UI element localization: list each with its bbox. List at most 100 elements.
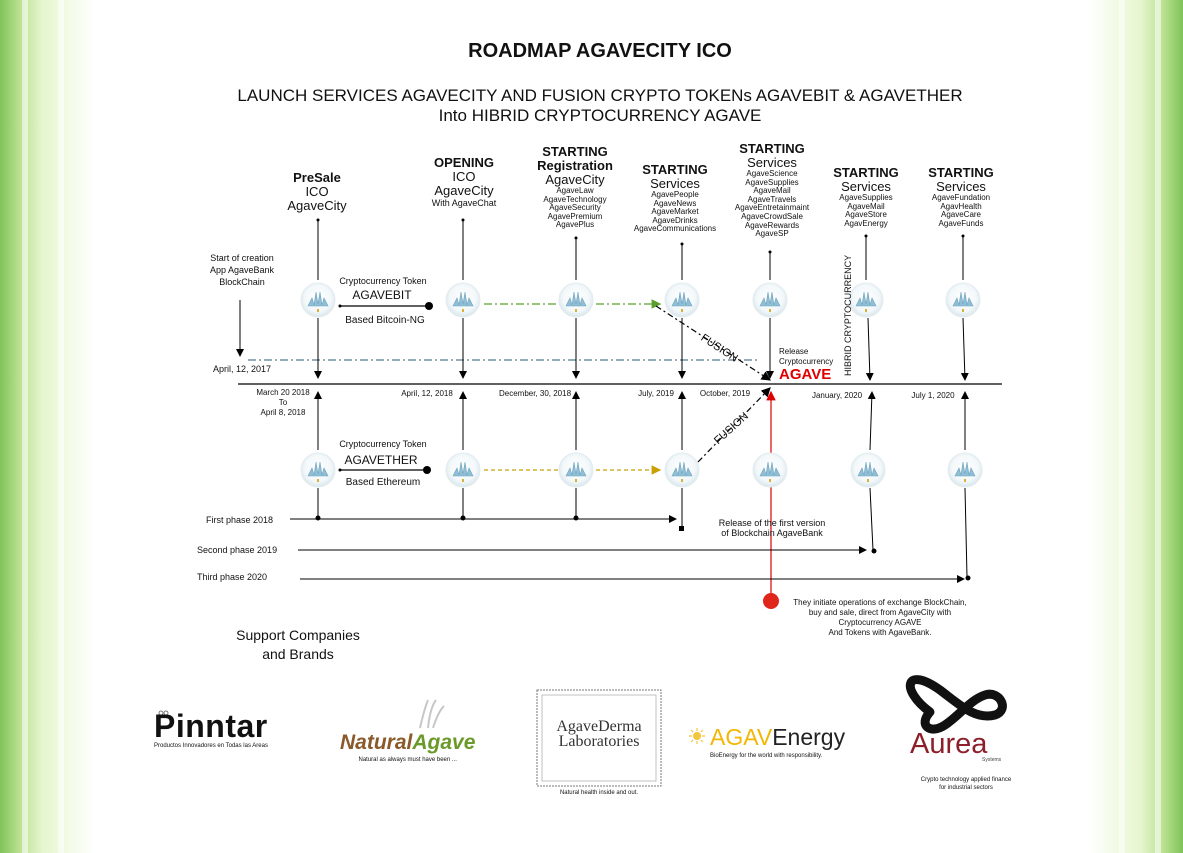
agav-energy-name-a: AGAV: [710, 724, 773, 750]
service-item: AgaveSupplies: [839, 193, 893, 202]
date-january-2020: January, 2020: [811, 391, 863, 400]
agave-orb-icon: [445, 282, 481, 318]
services-january-2020-block: STARTING Services AgaveSupplies AgaveMai…: [833, 166, 898, 228]
blockchain-release-line: of Blockchain AgaveBank: [721, 528, 823, 538]
natural-agave-tagline: Natural as always must have been ...: [358, 757, 457, 763]
services-july-2019-block: STARTING Services AgavePeople AgaveNews …: [634, 163, 716, 234]
presale-block: PreSale ICO AgaveCity: [287, 171, 346, 213]
agave-orb-icon: [848, 282, 884, 318]
agave-orb-icon: [558, 282, 594, 318]
agav-energy-tagline: BioEnergy for the world with responsibil…: [710, 753, 823, 759]
services-title: Services: [650, 176, 700, 191]
service-item: AgaveFundation: [931, 193, 991, 202]
aurea-tagline-line: Crypto technology applied finance: [920, 777, 1012, 783]
start-note-line: BlockChain: [219, 277, 265, 287]
agave-orb-icon: [850, 452, 886, 488]
aurea-infinity-logo: [905, 675, 1007, 734]
registration-title: Registration: [537, 158, 613, 173]
service-item: AgavePeople: [651, 190, 699, 199]
operations-note: They initiate operations of exchange Blo…: [793, 598, 966, 638]
registration-item: AgavePlus: [555, 220, 595, 230]
start-note-line: App AgaveBank: [209, 265, 275, 275]
phase-2020-label: Third phase 2020: [197, 572, 268, 582]
release-crypto-note: Release Cryptocurrency: [779, 347, 833, 367]
services-starting: STARTING: [833, 165, 899, 180]
registration-agavecity: AgaveCity: [545, 172, 605, 187]
natural-agave-leaf-icon: [419, 699, 445, 729]
agave-derma-line: AgaveDerma: [556, 718, 642, 735]
registration-starting: STARTING: [542, 144, 608, 159]
services-july-2020-block: STARTING Services AgaveFundation AgavHea…: [928, 166, 993, 228]
agav-energy-logo: AGAVEnergy BioEnergy for the world with …: [710, 724, 845, 759]
left-curtain-decoration: [0, 0, 95, 853]
date-april-2017: April, 12, 2017: [212, 364, 271, 374]
service-item: AgaveTravels: [747, 194, 797, 204]
start-of-creation-note: Start of creation App AgaveBank BlockCha…: [210, 252, 274, 288]
date-july-2019: July, 2019: [638, 389, 674, 398]
services-starting: STARTING: [642, 162, 708, 177]
service-item: AgaveNews: [653, 198, 697, 208]
opening-agavechat: With AgaveChat: [431, 198, 497, 208]
service-item: AgavEnergy: [844, 218, 888, 228]
subtitle-line-2: Into HIBRID CRYPTOCURRENCY AGAVE: [438, 106, 762, 125]
opening-ico: ICO: [452, 169, 476, 184]
date-to: To: [278, 398, 288, 407]
presale-title: PreSale: [293, 170, 341, 185]
natural-agave-name-a: Natural: [340, 731, 413, 754]
agave-orb-icon: [664, 282, 700, 318]
date-march-2018: March 20 2018: [256, 388, 310, 397]
blockchain-release-line: Release of the first version: [718, 518, 826, 528]
services-title: Services: [936, 179, 986, 194]
agave-orb-icon: [664, 452, 700, 488]
pinntar-tagline: Productos Innovadores en Todas las Areas: [154, 743, 268, 749]
agavebit-name: AGAVEBIT: [352, 288, 412, 302]
service-item: AgaveDrinks: [652, 215, 698, 225]
opening-block: OPENING ICO AgaveCity With AgaveChat: [432, 156, 497, 209]
service-item: AgaveEntretainmaint: [734, 203, 810, 213]
opening-title: OPENING: [434, 155, 494, 170]
service-item: AgaveFunds: [938, 218, 984, 228]
service-item: AgaveCrowdSale: [741, 211, 803, 221]
agave-derma-tagline: Natural health inside and out.: [559, 790, 639, 796]
agave-orb-icon: [947, 452, 983, 488]
registration-item: AgaveTechnology: [543, 194, 607, 204]
agave-orb-icon: [945, 282, 981, 318]
hibrid-cryptocurrency-label: HIBRID CRYPTOCURRENCY: [843, 254, 853, 376]
date-presale-range: March 20 2018 To April 8, 2018: [256, 388, 309, 418]
agavether-based: Based Ethereum: [345, 477, 421, 488]
services-starting: STARTING: [928, 165, 994, 180]
registration-item: AgavePremium: [547, 211, 603, 221]
aurea-tagline: Crypto technology applied finance for in…: [921, 776, 1011, 792]
release-line: Cryptocurrency: [779, 357, 834, 366]
service-item: AgaveMail: [847, 201, 885, 211]
service-item: AgavHealth: [940, 201, 982, 211]
operations-line: Cryptocurrency AGAVE: [838, 618, 922, 627]
presale-ico: ICO: [305, 184, 329, 199]
agav-energy-sun-icon: [689, 728, 705, 744]
date-july-2020: July 1, 2020: [911, 391, 955, 400]
opening-agavecity: AgaveCity: [434, 183, 494, 198]
agave-orb-icon: [445, 452, 481, 488]
services-title: Services: [841, 179, 891, 194]
agave-orb-icon: [300, 452, 336, 488]
support-line: and Brands: [262, 646, 334, 662]
service-item: AgaveCommunications: [633, 224, 717, 234]
agave-derma-frame: [536, 689, 662, 787]
pinntar-logo: Pinntar Productos Innovadores en Todas l…: [154, 708, 268, 749]
date-december-2018: December, 30, 2018: [498, 389, 572, 398]
page-title: ROADMAP AGAVECITY ICO: [468, 40, 732, 62]
operations-line: And Tokens with AgaveBank.: [828, 628, 932, 637]
agave-crypto-name: AGAVE: [779, 366, 832, 383]
service-item: AgaveMarket: [651, 207, 699, 217]
service-item: AgaveRewards: [744, 220, 800, 230]
date-october-2019: October, 2019: [699, 389, 751, 398]
registration-item: AgaveSecurity: [549, 203, 601, 213]
presale-agavecity: AgaveCity: [287, 198, 347, 213]
date-april-8-2018: April 8, 2018: [260, 408, 306, 417]
phase-2018-label: First phase 2018: [206, 515, 274, 525]
agave-orb-icon: [558, 452, 594, 488]
agavether-caption: Cryptocurrency Token: [339, 439, 427, 449]
support-companies-heading: Support Companies and Brands: [236, 626, 360, 664]
pinntar-name: Pinntar: [154, 708, 268, 744]
